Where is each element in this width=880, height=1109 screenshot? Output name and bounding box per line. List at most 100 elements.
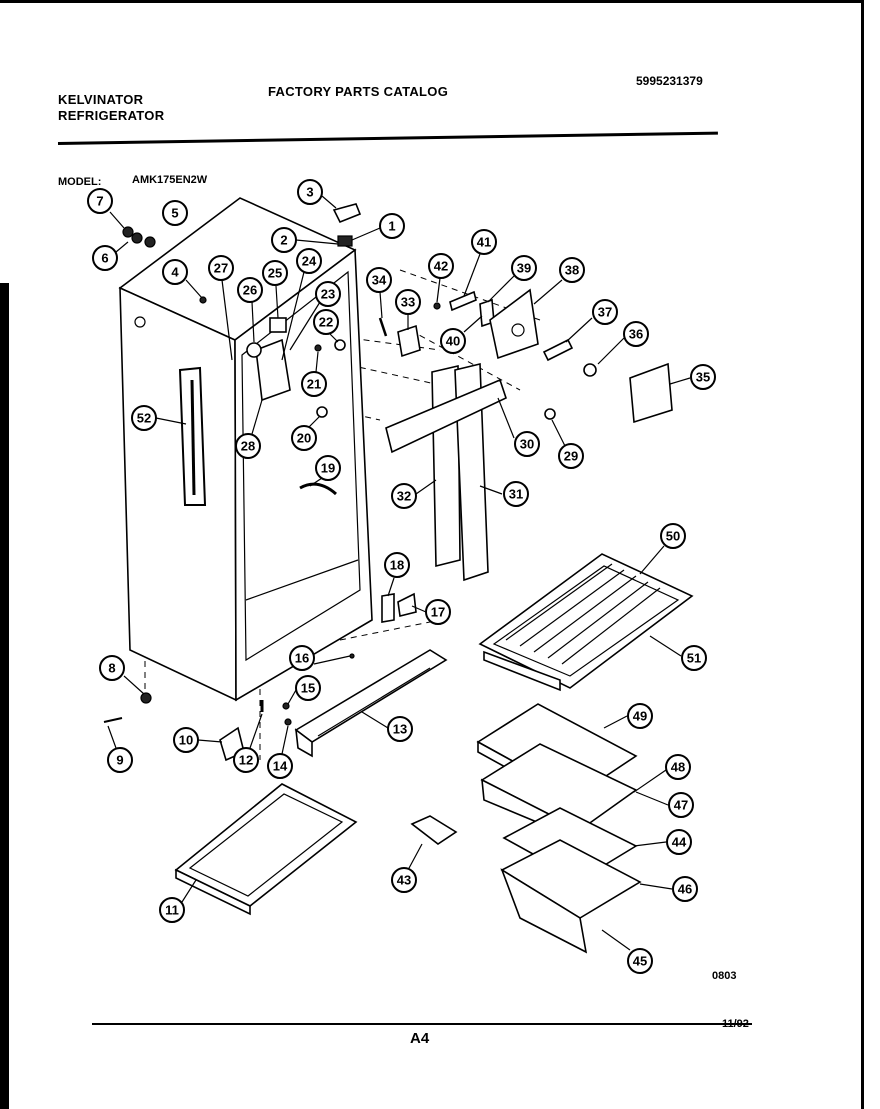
callout-5: 5 — [162, 200, 188, 226]
door-rails — [385, 362, 507, 582]
callout-38: 38 — [533, 257, 585, 305]
callout-2: 2 — [271, 227, 339, 253]
callout-49: 49 — [603, 703, 653, 729]
svg-text:7: 7 — [96, 194, 103, 209]
svg-text:47: 47 — [674, 798, 688, 813]
callout-31: 31 — [479, 481, 529, 507]
callout-45: 45 — [601, 929, 653, 974]
callout-26: 26 — [237, 277, 263, 343]
svg-text:11: 11 — [165, 903, 179, 918]
callout-3: 3 — [297, 179, 337, 209]
svg-text:48: 48 — [671, 760, 685, 775]
catalog-number: 5995231379 — [636, 74, 703, 88]
callout-50: 50 — [639, 523, 686, 575]
footer-rule — [92, 1023, 752, 1025]
callout-16: 16 — [289, 645, 351, 671]
callout-44: 44 — [633, 829, 692, 855]
callout-19: 19 — [309, 455, 341, 487]
svg-text:15: 15 — [301, 681, 315, 696]
svg-text:43: 43 — [397, 873, 411, 888]
svg-text:28: 28 — [241, 439, 255, 454]
callout-37: 37 — [565, 299, 618, 343]
svg-text:13: 13 — [393, 722, 407, 737]
callout-41: 41 — [463, 229, 497, 297]
callout-11: 11 — [159, 879, 197, 923]
page-border-top — [0, 0, 864, 3]
callout-6: 6 — [92, 241, 129, 271]
brand-line-2: REFRIGERATOR — [58, 108, 165, 123]
callout-8: 8 — [99, 655, 145, 695]
svg-text:22: 22 — [319, 315, 333, 330]
page-border-right — [861, 0, 864, 1109]
callout-47: 47 — [635, 791, 694, 818]
svg-text:36: 36 — [629, 327, 643, 342]
svg-text:46: 46 — [678, 882, 692, 897]
callout-30: 30 — [497, 397, 540, 457]
svg-text:18: 18 — [390, 558, 404, 573]
callout-28: 28 — [235, 399, 263, 459]
svg-text:6: 6 — [101, 251, 108, 266]
callout-12: 12 — [233, 713, 263, 773]
svg-text:41: 41 — [477, 235, 491, 250]
svg-text:5: 5 — [171, 206, 178, 221]
svg-text:29: 29 — [564, 449, 578, 464]
svg-text:26: 26 — [243, 283, 257, 298]
svg-text:39: 39 — [517, 261, 531, 276]
callout-51: 51 — [649, 635, 707, 671]
callout-1: 1 — [351, 213, 405, 241]
callout-10: 10 — [173, 727, 223, 753]
callout-43: 43 — [391, 843, 423, 893]
svg-text:44: 44 — [672, 835, 687, 850]
svg-text:49: 49 — [633, 709, 647, 724]
callout-22: 22 — [313, 309, 339, 343]
svg-text:42: 42 — [434, 259, 448, 274]
callout-46: 46 — [639, 876, 698, 902]
svg-text:45: 45 — [633, 954, 647, 969]
svg-text:14: 14 — [273, 759, 288, 774]
callout-23: 23 — [289, 281, 341, 351]
svg-text:4: 4 — [171, 265, 179, 280]
callout-48: 48 — [633, 754, 691, 793]
callout-42: 42 — [428, 253, 454, 303]
callout-21: 21 — [301, 351, 327, 397]
svg-text:31: 31 — [509, 487, 523, 502]
drawing-code: 0803 — [712, 970, 737, 982]
svg-text:51: 51 — [687, 651, 701, 666]
callout-18: 18 — [384, 552, 410, 597]
drip-tray — [174, 783, 358, 916]
svg-text:52: 52 — [137, 411, 151, 426]
callout-36: 36 — [597, 321, 649, 365]
page-border-left — [0, 283, 9, 1109]
svg-text:32: 32 — [397, 489, 411, 504]
svg-text:37: 37 — [598, 305, 612, 320]
callout-20: 20 — [291, 415, 321, 451]
callout-27: 27 — [208, 255, 234, 361]
callout-35: 35 — [669, 364, 716, 390]
refrigerator-cabinet — [118, 197, 373, 702]
svg-text:23: 23 — [321, 287, 335, 302]
svg-text:19: 19 — [321, 461, 335, 476]
callout-13: 13 — [361, 711, 413, 742]
svg-text:8: 8 — [108, 661, 115, 676]
svg-text:33: 33 — [401, 295, 415, 310]
page-label: A4 — [410, 1030, 430, 1047]
crisper-pans — [410, 703, 642, 954]
svg-text:10: 10 — [179, 733, 193, 748]
brand-line-1: KELVINATOR — [58, 92, 144, 107]
print-date: 11/92 — [722, 1018, 749, 1030]
callout-4: 4 — [162, 259, 203, 299]
svg-text:3: 3 — [306, 185, 313, 200]
svg-text:24: 24 — [302, 254, 317, 269]
small-hardware — [103, 203, 673, 762]
glass-shelf — [478, 553, 694, 692]
model-label: MODEL: — [58, 176, 102, 188]
svg-text:27: 27 — [214, 261, 228, 276]
callout-33: 33 — [395, 289, 421, 330]
svg-text:12: 12 — [239, 753, 253, 768]
svg-text:16: 16 — [295, 651, 309, 666]
callout-9: 9 — [107, 725, 133, 773]
model-value: AMK175EN2W — [132, 174, 208, 186]
callout-40: 40 — [440, 315, 483, 354]
